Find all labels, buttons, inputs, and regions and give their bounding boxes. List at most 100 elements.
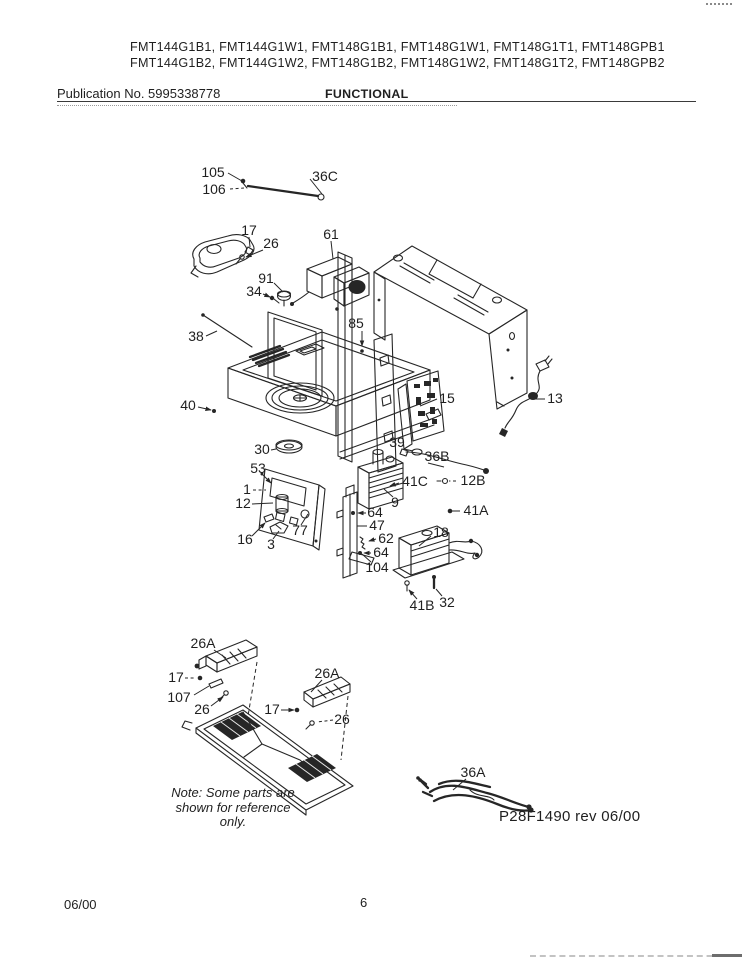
- callout-leader-34: [262, 292, 271, 298]
- model-list: FMT144G1B1, FMT144G1W1, FMT148G1B1, FMT1…: [130, 40, 665, 71]
- scan-artifact-bottom-dark: [712, 954, 742, 957]
- callout-leader-26A: [310, 679, 323, 693]
- callout-62: 62: [378, 530, 394, 546]
- model-list-line2: FMT144G1B2, FMT144G1W2, FMT148G1B2, FMT1…: [130, 55, 665, 70]
- callout-107: 107: [167, 689, 191, 705]
- callout-26: 26: [194, 701, 210, 717]
- callout-13: 13: [547, 390, 563, 406]
- callout-leader-41B: [408, 589, 418, 600]
- callout-36B: 36B: [425, 448, 450, 464]
- callout-leader-18: [418, 535, 432, 547]
- callout-64: 64: [367, 504, 383, 520]
- cap-91: [276, 290, 292, 307]
- callout-leader-17: [248, 236, 251, 248]
- screw-41b: [404, 580, 410, 592]
- callout-leader-77: [300, 513, 309, 526]
- alignment-dashes: [246, 661, 349, 761]
- oven-cavity: [227, 331, 442, 460]
- footer-date: 06/00: [64, 897, 97, 912]
- spacer-107: [208, 678, 224, 689]
- callout-106: 106: [202, 181, 226, 197]
- callout-47: 47: [369, 517, 385, 533]
- callout-leader-26: [316, 719, 334, 723]
- callout-leader-91: [273, 282, 284, 293]
- screw-17-left: [197, 675, 203, 681]
- callout-1: 1: [243, 481, 251, 497]
- callout-17: 17: [168, 669, 184, 685]
- callout-26: 26: [263, 235, 279, 251]
- wire-harness-36a: [416, 776, 534, 813]
- callout-leader-9: [383, 488, 394, 498]
- callout-leader-40: [197, 406, 212, 411]
- section-title: FUNCTIONAL: [325, 87, 409, 101]
- screw-12b: [436, 477, 449, 485]
- rear-duct-panel: [335, 251, 364, 463]
- circuit-board: [397, 370, 445, 450]
- screw-32: [432, 575, 436, 590]
- transformer: [392, 525, 483, 592]
- callout-leader-26A: [213, 649, 227, 659]
- screw-26-right: [305, 720, 315, 730]
- cabinet-wrapper: [373, 245, 528, 410]
- callout-leader-106: [229, 187, 245, 190]
- power-cord: [499, 355, 553, 437]
- screw-26-top: [235, 254, 245, 265]
- callout-leader-62: [368, 537, 377, 542]
- roller-ring: [275, 439, 303, 454]
- callout-leader-41C: [389, 482, 400, 487]
- callout-40: 40: [180, 397, 196, 413]
- callout-91: 91: [258, 270, 274, 286]
- callout-leader-26: [245, 249, 264, 258]
- fan-motor: [290, 256, 370, 307]
- scan-artifact-top-right: [706, 3, 732, 5]
- callout-leader-30: [270, 448, 277, 451]
- callout-41C: 41C: [402, 473, 428, 489]
- callout-leader-105: [227, 172, 243, 182]
- elbow-bracket-16: [263, 513, 275, 523]
- fuse-holder-12: [275, 493, 289, 515]
- callout-61: 61: [323, 226, 339, 242]
- reference-note-line2: shown for reference: [175, 799, 291, 815]
- reference-note-line1: Note: Some parts are: [171, 785, 295, 800]
- callout-30: 30: [254, 441, 270, 457]
- callout-85: 85: [348, 315, 364, 331]
- callout-18: 18: [433, 524, 449, 540]
- callout-26: 26: [334, 711, 350, 727]
- callout-36A: 36A: [461, 764, 487, 780]
- callout-leader-26: [210, 696, 224, 707]
- callout-leader-53: [262, 474, 272, 484]
- screw-40: [212, 409, 216, 413]
- air-duct-right: [294, 676, 351, 730]
- callout-26A: 26A: [315, 665, 341, 681]
- callout-leader-36C: [309, 178, 323, 195]
- callout-leader-38: [205, 330, 218, 337]
- callout-104: 104: [365, 559, 389, 575]
- callout-32: 32: [439, 594, 455, 610]
- callout-16: 16: [237, 531, 253, 547]
- callout-leader-36A: [452, 778, 467, 791]
- callout-leader-39: [403, 448, 414, 452]
- model-list-line1: FMT144G1B1, FMT144G1W1, FMT148G1B1, FMT1…: [130, 40, 665, 54]
- callout-41B: 41B: [410, 597, 435, 613]
- callout-12: 12: [235, 495, 251, 511]
- publication-number: Publication No. 5995338778: [57, 86, 221, 101]
- callout-3: 3: [267, 536, 275, 552]
- callout-77: 77: [292, 522, 308, 538]
- callout-leader-61: [330, 240, 334, 260]
- magnetron: [357, 448, 404, 510]
- callout-leader-3: [272, 530, 280, 540]
- callout-53: 53: [250, 460, 266, 476]
- callout-36C: 36C: [312, 168, 338, 184]
- header-rule: [57, 101, 696, 102]
- callout-15: 15: [439, 390, 455, 406]
- callout-9: 9: [391, 494, 399, 510]
- callout-12B: 12B: [461, 472, 486, 488]
- callout-leader-104: [361, 553, 372, 563]
- callout-41A: 41A: [464, 502, 490, 518]
- drawing-reference: P28F1490 rev 06/00: [499, 808, 641, 825]
- waveguide-bracket: [190, 234, 255, 278]
- callout-17: 17: [241, 222, 257, 238]
